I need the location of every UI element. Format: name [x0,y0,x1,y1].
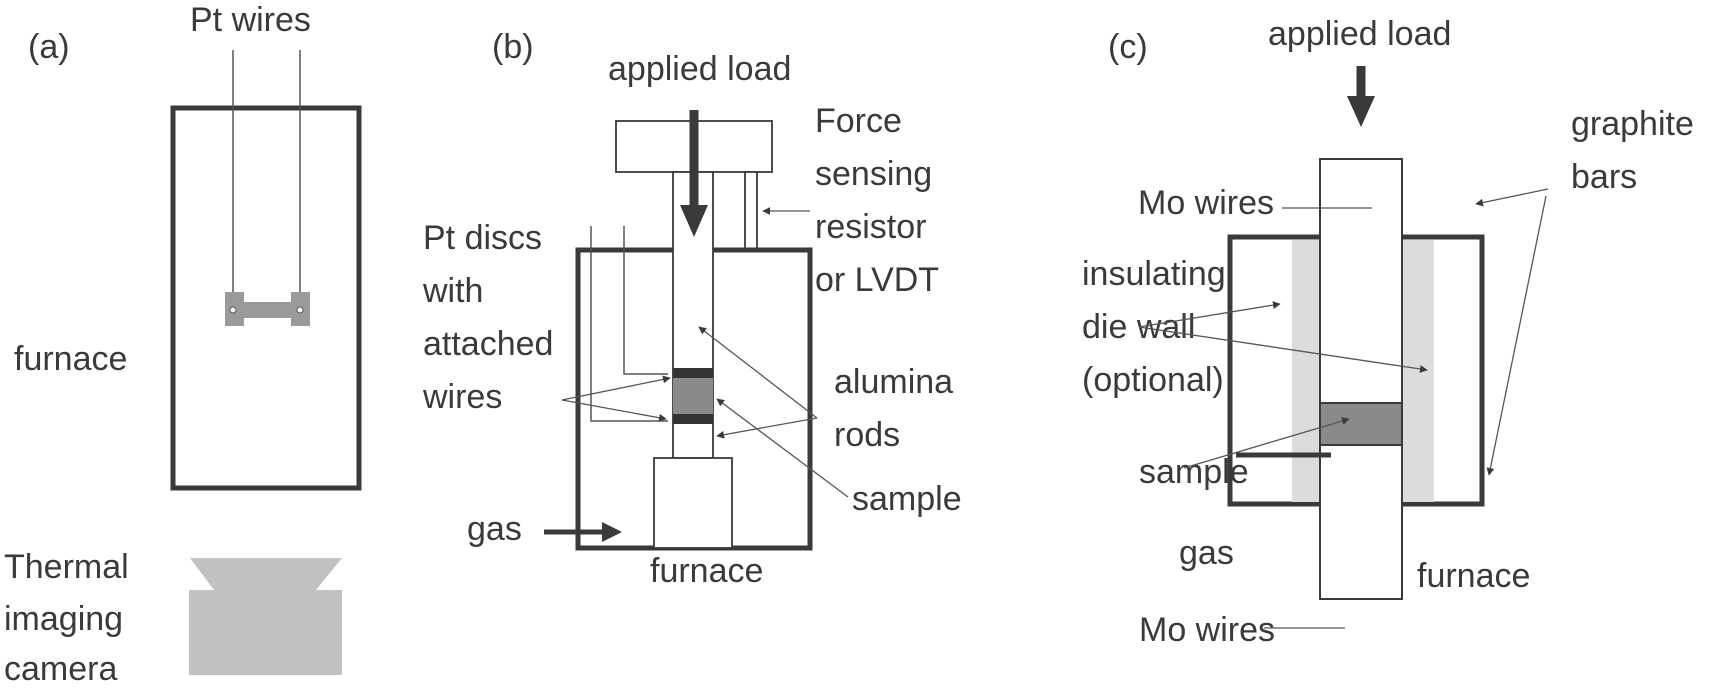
die-wall-pointer-left [1138,301,1281,328]
gas-arrow-b-head [602,522,622,542]
insulating-label-line2: die wall [1082,308,1195,346]
graphite-pointer-upper [1475,188,1549,207]
panel-a: (a) Pt wires furnace Thermal imaging cam… [4,1,362,688]
panel-a-tag: (a) [28,28,70,66]
pt-disc-pointer-bottom [561,399,667,422]
wire-hole-right [296,306,304,314]
die-wall-pointer-right [1138,326,1428,373]
sample-pointer-b [716,398,849,498]
pt-wires-label: Pt wires [190,1,311,39]
pt-disc-bottom [673,414,713,424]
load-arrow-c-head [1347,96,1375,127]
furnace-label-c: furnace [1417,557,1530,595]
pt-disc-top [673,368,713,378]
graphite-pointer-lower [1486,195,1547,476]
thermal-camera-icon [189,558,342,675]
wire-top-disc [623,226,668,375]
panel-c-tag: (c) [1108,28,1148,66]
wire-hole-left [229,306,237,314]
pt-discs-label-line2: with [422,272,483,310]
panel-b: (b) applied load Force sensing resistor … [422,28,962,590]
force-label-line2: sensing [815,155,932,193]
panel-b-tag: (b) [492,28,534,66]
mo-wires-bottom-label: Mo wires [1139,611,1275,649]
pt-disc-pointer-top [561,375,671,401]
furnace-box-a [170,105,362,491]
insulating-label-line1: insulating [1082,255,1226,293]
graphite-label-line1: graphite [1571,105,1694,143]
load-arrow-b-head [680,205,708,237]
die-wall-left [1292,240,1324,502]
sample-label-b: sample [852,480,962,518]
wire-bottom-disc [590,226,668,422]
sample-b [673,378,713,414]
alumina-label-line2: rods [834,416,900,454]
furnace-label-b: furnace [650,552,763,590]
panel-c: (c) applied load graphite bars Mo wires … [1082,15,1694,649]
die-wall-right [1402,240,1434,502]
dogbone-specimen [225,292,310,326]
graphite-label-line2: bars [1571,158,1637,196]
alumina-pointer-lower [716,417,818,439]
mo-wires-top-label: Mo wires [1138,184,1274,222]
camera-label-line1: Thermal [4,548,129,586]
graphite-bar-column [1319,158,1403,600]
force-sensor-post [744,171,758,251]
applied-load-label-b: applied load [608,50,791,88]
insulating-label-line3: (optional) [1082,361,1224,399]
lower-support-block [653,457,733,549]
pt-discs-label-line1: Pt discs [423,219,542,257]
pt-discs-label-line3: attached [423,325,553,363]
alumina-label-line1: alumina [834,363,953,401]
alumina-pointer-upper [698,326,818,419]
pt-discs-label-line4: wires [422,378,502,416]
force-label-line4: or LVDT [815,261,939,299]
sample-label-c: sample [1139,453,1249,491]
furnace-label-a: furnace [14,340,127,378]
camera-label-line3: camera [4,650,117,688]
force-label-line1: Force [815,102,902,140]
applied-load-label-c: applied load [1268,15,1451,53]
gas-label-b: gas [467,510,522,548]
camera-label-line2: imaging [4,600,123,638]
force-label-line3: resistor [815,208,926,246]
gas-label-c: gas [1179,534,1234,572]
sample-pointer-c [1183,417,1350,469]
